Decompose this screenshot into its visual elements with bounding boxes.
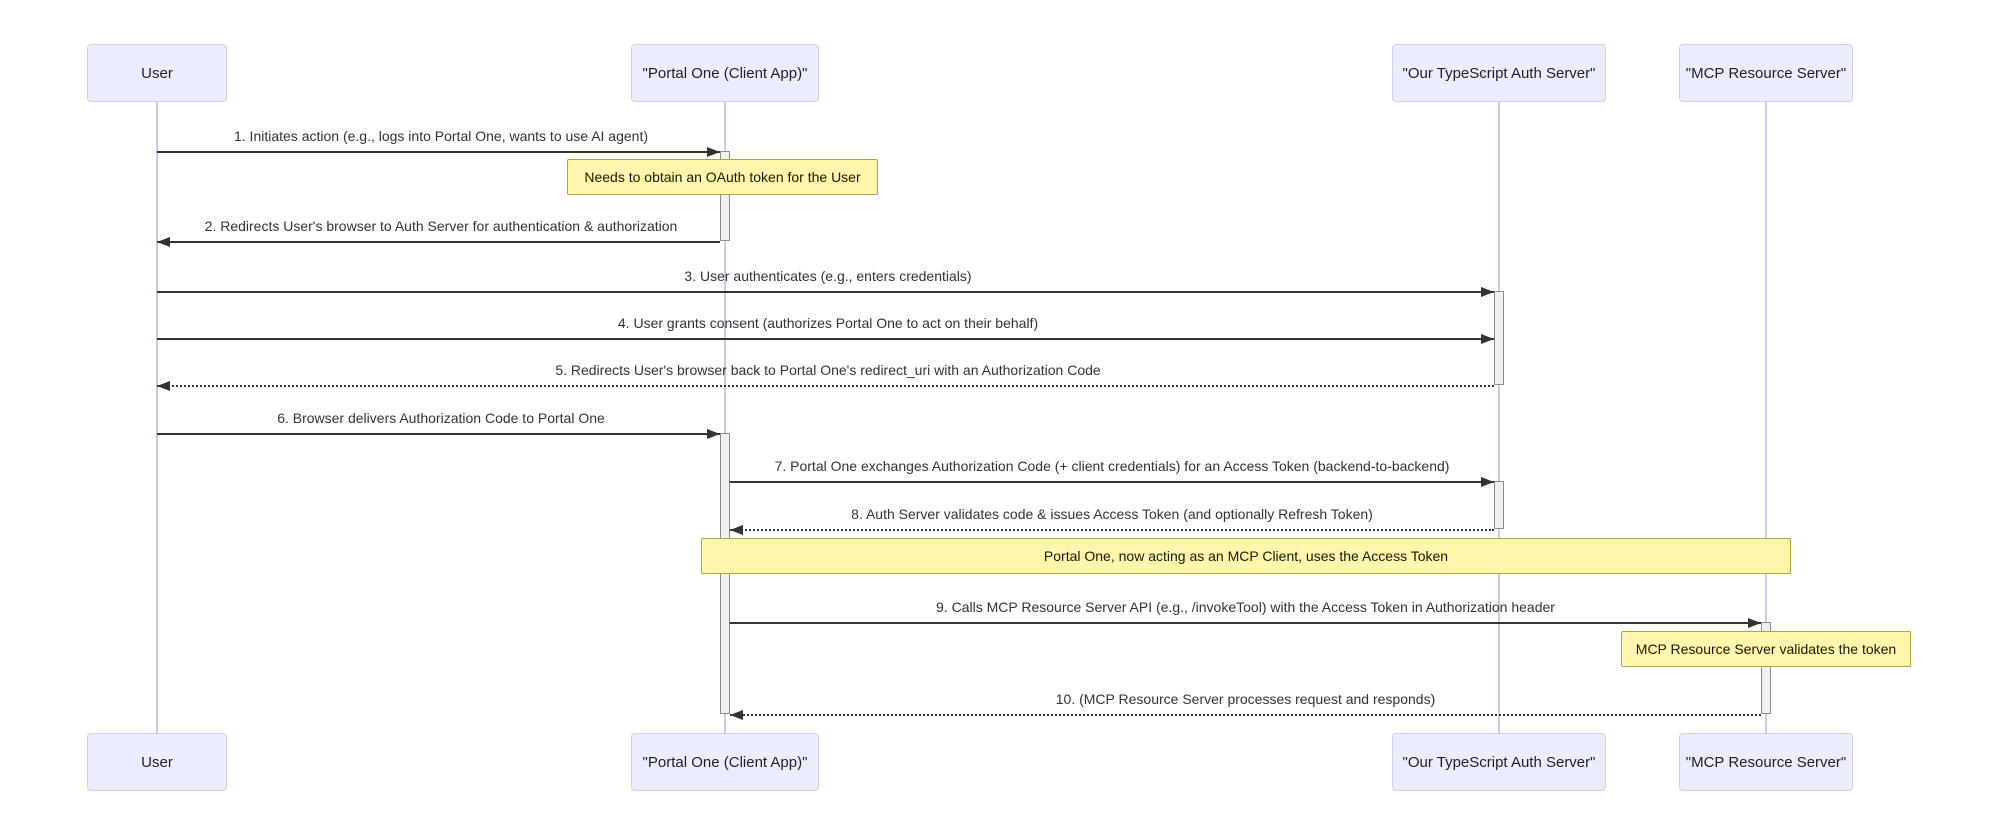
message-10-line (730, 714, 1761, 716)
token-validation-note: MCP Resource Server validates the token (1621, 631, 1911, 667)
message-8-label: 8. Auth Server validates code & issues A… (851, 506, 1373, 522)
actor-auth-bottom: "Our TypeScript Auth Server" (1392, 733, 1606, 791)
message-2-label: 2. Redirects User's browser to Auth Serv… (204, 218, 678, 234)
arrow-left-icon (730, 525, 743, 535)
message-4-label: 4. User grants consent (authorizes Porta… (617, 315, 1039, 331)
arrow-right-icon (1481, 287, 1494, 297)
message-6-label: 6. Browser delivers Authorization Code t… (277, 410, 605, 426)
actor-portal-top: "Portal One (Client App)" (631, 44, 819, 102)
message-7-label: 7. Portal One exchanges Authorization Co… (774, 458, 1450, 474)
activation-auth-4 (1494, 481, 1504, 529)
arrow-left-icon (157, 381, 170, 391)
activation-auth-2 (1494, 291, 1504, 385)
oauth-token-note: Needs to obtain an OAuth token for the U… (567, 159, 878, 195)
arrow-left-icon (157, 237, 170, 247)
lifeline-user (156, 102, 158, 733)
message-1-label: 1. Initiates action (e.g., logs into Por… (233, 128, 649, 144)
message-9-label: 9. Calls MCP Resource Server API (e.g., … (936, 599, 1555, 615)
activation-portal-1 (720, 151, 730, 241)
arrow-right-icon (707, 147, 720, 157)
message-4-line (157, 338, 1494, 340)
mcp-client-note: Portal One, now acting as an MCP Client,… (701, 538, 1791, 574)
message-7-line (730, 481, 1494, 483)
actor-mcp-top: "MCP Resource Server" (1679, 44, 1853, 102)
actor-user-bottom: User (87, 733, 227, 791)
message-3-line (157, 291, 1494, 293)
actor-mcp-bottom: "MCP Resource Server" (1679, 733, 1853, 791)
message-6-line (157, 433, 720, 435)
actor-auth-top: "Our TypeScript Auth Server" (1392, 44, 1606, 102)
actor-portal-bottom: "Portal One (Client App)" (631, 733, 819, 791)
arrow-right-icon (1481, 334, 1494, 344)
message-3-label: 3. User authenticates (e.g., enters cred… (684, 268, 972, 284)
arrow-left-icon (730, 710, 743, 720)
message-5-label: 5. Redirects User's browser back to Port… (555, 362, 1101, 378)
lifeline-mcp (1765, 102, 1767, 733)
message-8-line (730, 529, 1494, 531)
message-10-label: 10. (MCP Resource Server processes reque… (1055, 691, 1436, 707)
message-1-line (157, 151, 720, 153)
arrow-right-icon (707, 429, 720, 439)
message-2-line (157, 241, 720, 243)
arrow-right-icon (1481, 477, 1494, 487)
message-5-line (157, 385, 1494, 387)
arrow-right-icon (1748, 618, 1761, 628)
activation-mcp-5 (1761, 622, 1771, 714)
message-9-line (730, 622, 1761, 624)
actor-user-top: User (87, 44, 227, 102)
lifeline-auth (1498, 102, 1500, 733)
lifeline-portal (724, 102, 726, 733)
